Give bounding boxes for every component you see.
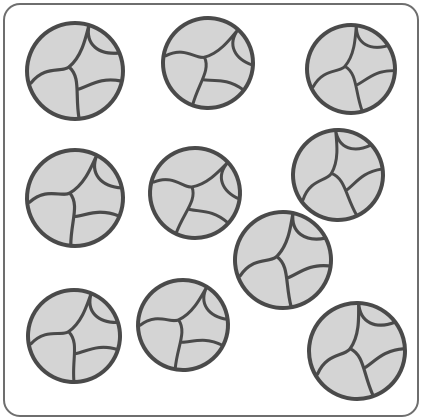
sphere-outline bbox=[128, 270, 238, 380]
sphere bbox=[300, 18, 402, 120]
sphere bbox=[134, 132, 257, 255]
sphere-outline bbox=[300, 18, 402, 120]
sphere bbox=[19, 142, 130, 253]
sphere-group bbox=[19, 3, 415, 410]
sphere bbox=[148, 3, 268, 123]
sphere bbox=[298, 292, 416, 410]
sphere bbox=[231, 208, 335, 312]
sphere-outline bbox=[134, 132, 257, 255]
sphere bbox=[128, 270, 238, 380]
sphere bbox=[27, 23, 123, 119]
sphere-outline bbox=[27, 23, 123, 119]
sphere bbox=[24, 286, 124, 386]
sphere-outline bbox=[231, 208, 335, 312]
